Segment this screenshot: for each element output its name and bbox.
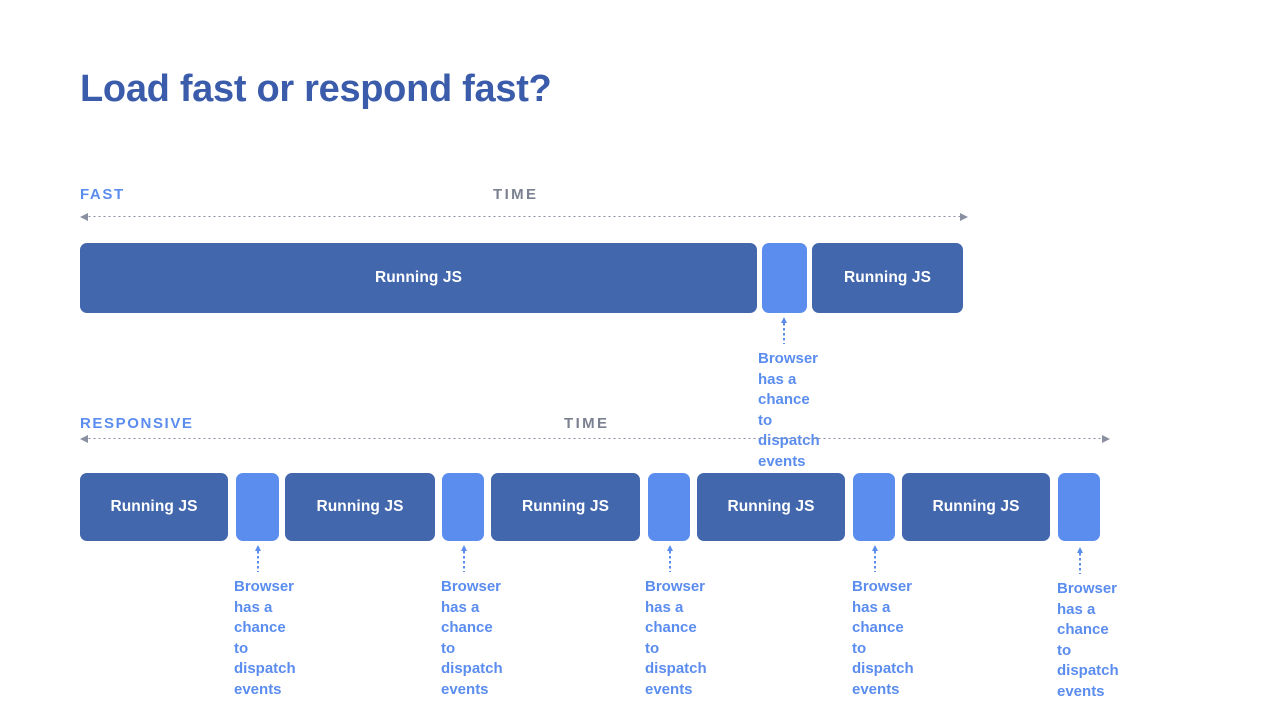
time-axis-label-fast: TIME — [493, 186, 539, 203]
callout-dotted-stem — [783, 323, 785, 344]
running-js-block: Running JS — [80, 473, 228, 541]
running-js-label: Running JS — [843, 269, 932, 286]
time-axis-responsive — [80, 434, 1110, 443]
callout-dotted-stem — [669, 551, 671, 572]
running-js-label: Running JS — [521, 498, 610, 515]
callout-arrow-up-icon — [1077, 547, 1083, 553]
running-js-block: Running JS — [491, 473, 640, 541]
callout-dotted-stem — [463, 551, 465, 572]
callout-arrow-up-icon — [461, 545, 467, 551]
axis-arrow-left-icon — [80, 434, 88, 443]
axis-dotted-line — [87, 216, 961, 217]
axis-dotted-line — [87, 438, 1103, 439]
running-js-block: Running JS — [902, 473, 1050, 541]
callout-text: Browser has a chance to dispatch events — [758, 350, 820, 470]
running-js-label: Running JS — [374, 269, 463, 286]
running-js-label: Running JS — [316, 498, 404, 515]
running-js-block: Running JS — [285, 473, 435, 541]
callout-dotted-stem — [1079, 553, 1081, 574]
callout-arrow-up-icon — [667, 545, 673, 551]
running-js-block: Running JS — [812, 243, 963, 313]
axis-arrow-left-icon — [80, 212, 88, 221]
timeline-track-responsive: Running JS Running JS Running JS Running JS… — [0, 473, 1276, 541]
idle-gap-block — [442, 473, 484, 541]
callout-text: Browser has a chance to dispatch events — [441, 578, 503, 698]
callout-arrow-up-icon — [872, 545, 878, 551]
idle-gap-block — [762, 243, 807, 313]
axis-arrow-right-icon — [1102, 434, 1110, 443]
time-axis-label-responsive: TIME — [564, 415, 610, 432]
idle-gap-block — [648, 473, 690, 541]
running-js-label: Running JS — [110, 498, 198, 515]
callout-arrow-up-icon — [781, 317, 787, 323]
callout-text: Browser has a chance to dispatch events — [234, 578, 296, 698]
idle-gap-block — [853, 473, 895, 541]
callout-text: Browser has a chance to dispatch events — [645, 578, 707, 698]
idle-gap-block — [236, 473, 279, 541]
running-js-label: Running JS — [727, 498, 815, 515]
running-js-block: Running JS — [80, 243, 757, 313]
timeline-track-fast: Running JS Running JS — [0, 243, 1276, 313]
time-axis-fast — [80, 212, 968, 221]
idle-gap-block — [1058, 473, 1100, 541]
running-js-label: Running JS — [932, 498, 1020, 515]
page-title: Load fast or respond fast? — [80, 68, 552, 110]
axis-arrow-right-icon — [960, 212, 968, 221]
section-label-responsive: RESPONSIVE — [80, 415, 194, 432]
callout-dotted-stem — [257, 551, 259, 572]
callout-text: Browser has a chance to dispatch events — [1057, 580, 1119, 700]
callout-arrow-up-icon — [255, 545, 261, 551]
section-label-fast: FAST — [80, 186, 125, 203]
callout-dotted-stem — [874, 551, 876, 572]
callout-text: Browser has a chance to dispatch events — [852, 578, 914, 698]
running-js-block: Running JS — [697, 473, 845, 541]
